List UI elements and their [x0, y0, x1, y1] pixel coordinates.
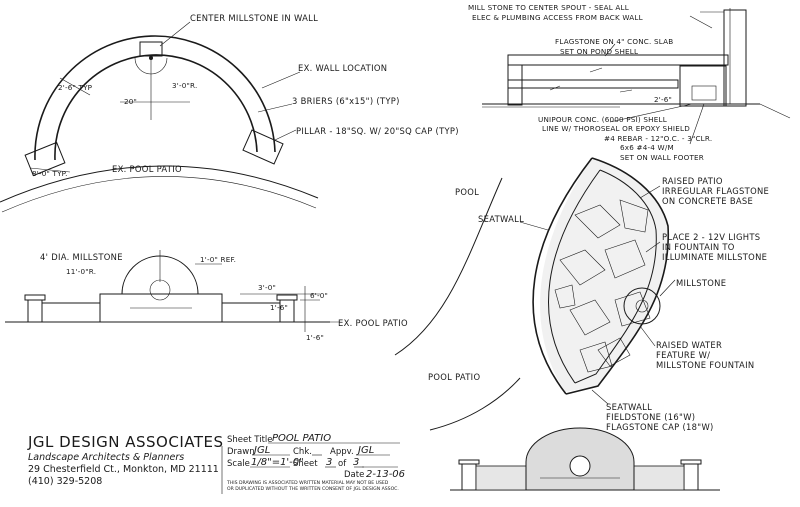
drawn-value: JGL: [252, 445, 270, 456]
dim-2-6-section: 2'-6": [654, 95, 672, 104]
sheet-title-label: Sheet Title: [227, 435, 273, 445]
sheet-title-value: POOL PATIO: [272, 433, 331, 444]
dim-8-0: 8'-0" TYP.: [32, 169, 68, 178]
label-water-1: RAISED WATER: [656, 340, 722, 350]
wall-elevation: [5, 250, 340, 332]
label-seatwall-note-2: FIELDSTONE (16"W): [606, 412, 695, 422]
label-pool-patio: POOL PATIO: [428, 372, 480, 382]
dim-6-0: 6'-0": [310, 291, 328, 300]
disclaimer-2: OR DUPLICATED WITHOUT THE WRITTEN CONSEN…: [227, 486, 399, 492]
note-line: LINE W/ THOROSEAL OR EPOXY SHIELD: [542, 124, 690, 133]
date-label: Date: [344, 470, 364, 480]
firm-phone: (410) 329-5208: [28, 476, 102, 487]
dim-1-6-elev: 1'-6": [270, 303, 288, 312]
date-value: 2-13-06: [366, 469, 405, 480]
note-set-pond: SET ON POND SHELL: [560, 47, 638, 56]
firm-address: 29 Chesterfield Ct., Monkton, MD 21111: [28, 464, 219, 475]
dim-3-0-elev: 3'-0": [258, 283, 276, 292]
note-millstone-spout: MILL STONE TO CENTER SPOUT - SEAL ALL: [468, 3, 629, 12]
millstone-elev: [149, 279, 171, 301]
pillar-right: [242, 129, 284, 165]
label-lights-1: PLACE 2 - 12V LIGHTS: [662, 232, 760, 242]
label-briers: 3 BRIERS (6"x15") (TYP): [292, 96, 400, 106]
millstone-plan-right: [623, 287, 661, 325]
label-ex-pool-patio-elev: EX. POOL PATIO: [338, 318, 408, 328]
dim-20: 20": [124, 97, 137, 106]
label-center-millstone: CENTER MILLSTONE IN WALL: [190, 13, 318, 23]
patio-plan: [394, 157, 670, 431]
label-millstone-dia: 4' DIA. MILLSTONE: [40, 252, 123, 262]
firm-name: JGL DESIGN ASSOCIATES: [27, 433, 224, 451]
plan-right-leaders: [519, 185, 676, 405]
disclaimer-1: THIS DRAWING IS ASSOCIATED WRITTEN MATER…: [226, 480, 389, 486]
wall-plan: [0, 35, 319, 213]
label-ex-wall-location: EX. WALL LOCATION: [298, 63, 387, 73]
firm-subtitle: Landscape Architects & Planners: [28, 452, 184, 463]
scale-value: 1/8"=1'-0": [251, 457, 304, 468]
label-pool: POOL: [455, 187, 479, 197]
sheet-label: Sheet: [293, 459, 318, 469]
plan-leaders: [159, 21, 301, 141]
label-water-3: MILLSTONE FOUNTAIN: [656, 360, 754, 370]
of-label: of: [338, 459, 347, 469]
fountain-section: [482, 8, 791, 119]
pillar-left: [24, 141, 66, 177]
note-flagstone-slab: FLAGSTONE ON 4" CONC. SLAB: [555, 37, 673, 46]
dim-1-0-ref: 1'-0" REF.: [200, 255, 236, 264]
label-lights-3: ILLUMINATE MILLSTONE: [662, 252, 767, 262]
label-seatwall: SEATWALL: [478, 214, 524, 224]
sheet-value: 3: [326, 457, 332, 468]
seatwall-outer: [532, 157, 593, 395]
label-seatwall-note-1: SEATWALL: [606, 402, 652, 412]
note-footer: SET ON WALL FOOTER: [620, 153, 704, 162]
note-rebar: #4 REBAR - 12"O.C. - 3"CLR.: [604, 134, 712, 143]
label-water-2: FEATURE W/: [656, 350, 710, 360]
label-pillar: PILLAR - 18"SQ. W/ 20"SQ CAP (TYP): [296, 126, 459, 136]
fountain-elevation: [450, 427, 720, 491]
dim-2-6: 2'-6" TYP: [58, 83, 93, 92]
pillar-elev-left: [27, 299, 43, 323]
note-wwm: 6x6 #4-4 W/M: [620, 143, 674, 152]
dim-11-0: 11'-0"R.: [66, 267, 96, 276]
scale-label: Scale: [227, 459, 250, 469]
appv-value: JGL: [356, 445, 374, 456]
title-block: [221, 442, 400, 494]
millstone-plan: [139, 41, 163, 57]
label-raised-patio-3: ON CONCRETE BASE: [662, 196, 753, 206]
millstone-elev-right: [569, 455, 591, 477]
dim-1-6-b: 1'-6": [306, 333, 324, 342]
label-lights-2: IN FOUNTAIN TO: [662, 242, 735, 252]
dim-3-0: 3'-0"R.: [172, 81, 197, 90]
of-value: 3: [353, 457, 359, 468]
label-millstone-right: MILLSTONE: [676, 278, 726, 288]
section-leaders: [604, 15, 713, 145]
note-unipour: UNIPOUR CONC. (6000 PSI) SHELL: [538, 115, 667, 124]
label-raised-patio-1: RAISED PATIO: [662, 176, 723, 186]
drawn-label: Drawn: [227, 447, 255, 457]
label-ex-pool-patio-top: EX. POOL PATIO: [112, 164, 182, 174]
label-raised-patio-2: IRREGULAR FLAGSTONE: [662, 186, 769, 196]
label-seatwall-note-3: FLAGSTONE CAP (18"W): [606, 422, 714, 432]
note-plumbing: ELEC & PLUMBING ACCESS FROM BACK WALL: [472, 13, 643, 22]
appv-label: Appv.: [330, 447, 354, 457]
chk-label: Chk.: [293, 447, 312, 457]
